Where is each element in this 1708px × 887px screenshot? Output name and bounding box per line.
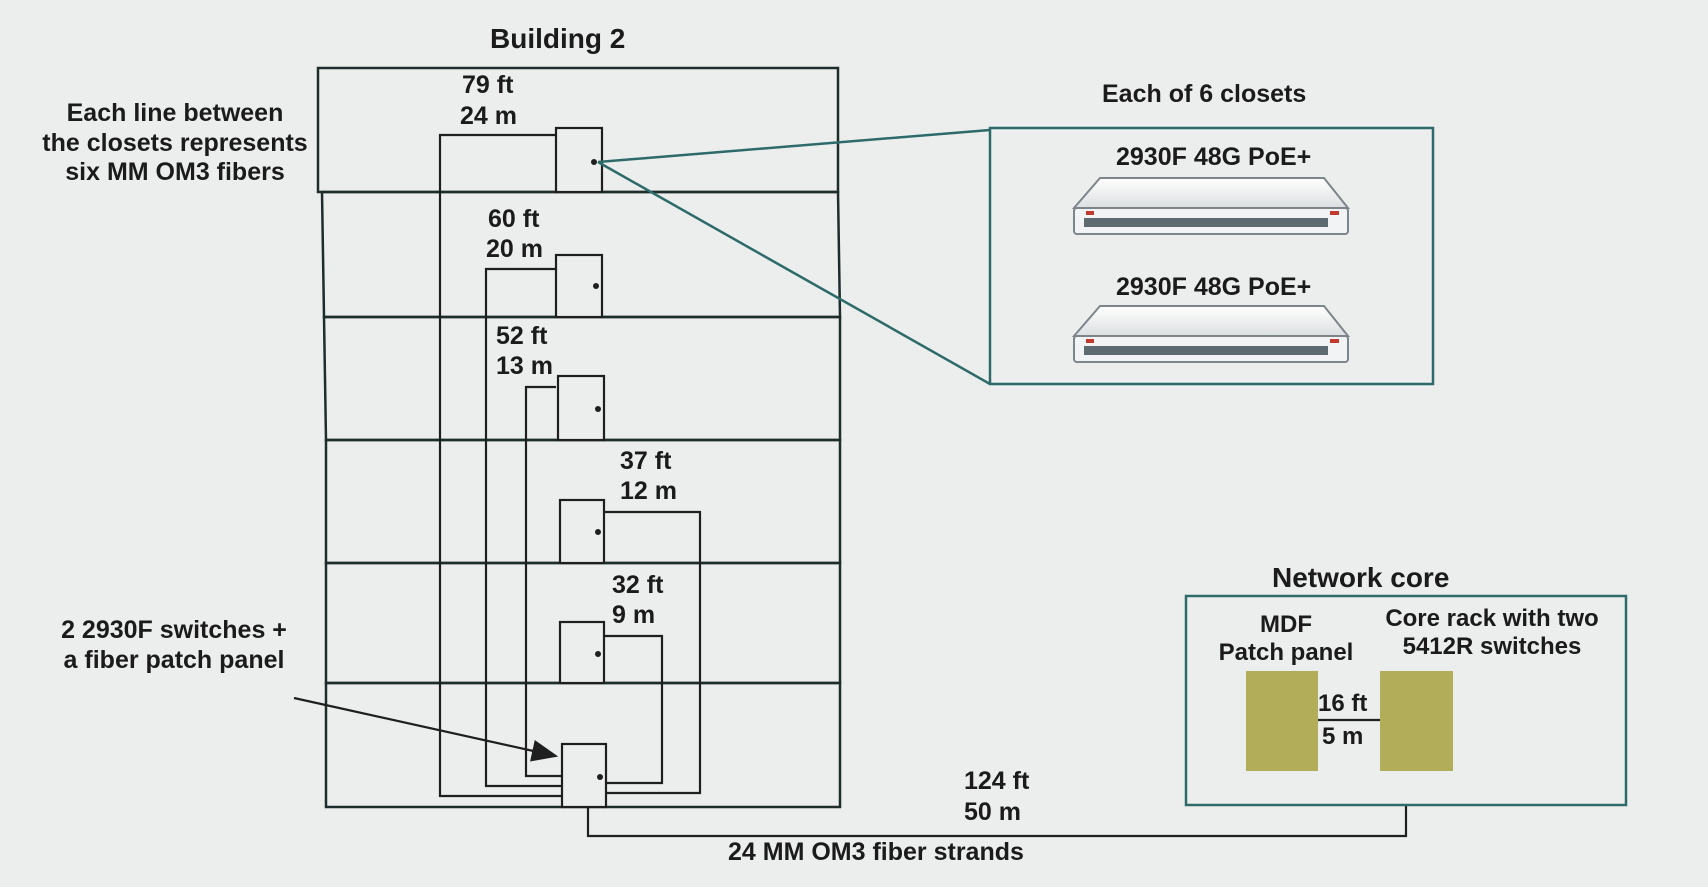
core-rack-label: Core rack with two 5412R switches	[1385, 605, 1599, 661]
uplink-m: 50 m	[964, 798, 1021, 826]
building-outline	[316, 66, 842, 809]
distance-ft-79: 79 ft	[462, 71, 514, 99]
closet-detail-title: Each of 6 closets	[1102, 80, 1307, 108]
switch-model-2: 2930F 48G PoE+	[1116, 273, 1312, 301]
zoom-callout	[597, 126, 1435, 386]
distance-m-12: 12 m	[620, 477, 677, 505]
closets	[554, 126, 608, 809]
distance-ft-32: 32 ft	[612, 571, 664, 599]
distance-m-20: 20 m	[486, 235, 543, 263]
distance-m-13: 13 m	[496, 352, 553, 380]
switch-note: 2 2930F switches + a fiber patch panel	[61, 616, 287, 674]
uplink-label: 24 MM OM3 fiber strands	[728, 838, 1024, 866]
core-link-ft: 16 ft	[1318, 690, 1368, 717]
switch-note-arrow	[293, 696, 559, 762]
switch-model-1: 2930F 48G PoE+	[1116, 143, 1312, 171]
network-core-box	[1184, 594, 1628, 807]
switch-icon-2	[1071, 305, 1351, 363]
distance-m-9: 9 m	[612, 601, 656, 629]
distance-ft-60: 60 ft	[488, 205, 540, 233]
mdf-label: MDF Patch panel	[1218, 611, 1354, 667]
switch-icons	[1071, 177, 1351, 363]
network-core-title: Network core	[1272, 562, 1450, 593]
uplink-ft: 124 ft	[964, 767, 1030, 795]
core-link-m: 5 m	[1322, 723, 1364, 750]
switch-icon-1	[1071, 177, 1351, 235]
distance-m-24: 24 m	[460, 102, 517, 130]
mdf-patch-panel	[1246, 671, 1318, 771]
distance-ft-52: 52 ft	[496, 322, 548, 350]
distance-ft-37: 37 ft	[620, 447, 672, 475]
closet-dots	[591, 159, 603, 780]
building-title: Building 2	[490, 23, 626, 54]
fiber-note: Each line between the closets represents…	[42, 99, 308, 186]
fiber-runs	[438, 133, 1408, 838]
core-rack	[1380, 671, 1453, 771]
